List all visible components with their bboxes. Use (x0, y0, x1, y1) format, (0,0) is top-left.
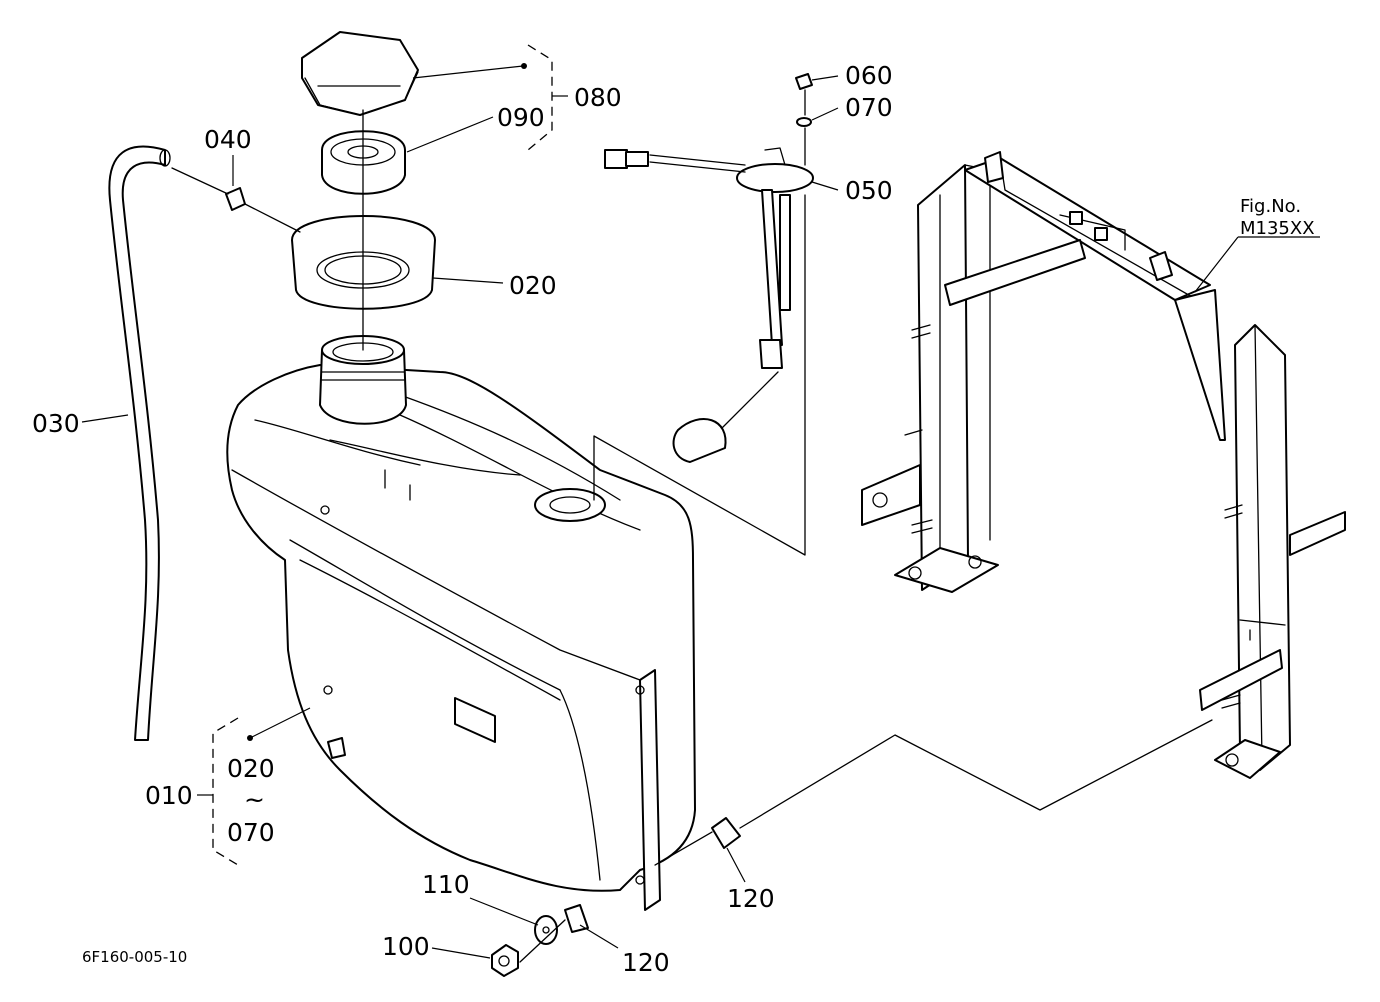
hose-route-line (171, 167, 301, 233)
callout-010-range-symbol: ~ (244, 785, 265, 814)
callout-010-range-end: 070 (227, 818, 275, 847)
callout-050: 050 (845, 176, 893, 205)
callout-010-range-start: 020 (227, 754, 275, 783)
fuel-cap (301, 31, 419, 116)
callout-040: 040 (204, 125, 252, 154)
drawing-code: 6F160-005-10 (82, 948, 187, 966)
callout-110: 110 (422, 870, 470, 899)
fuel-level-sender (604, 147, 814, 463)
sender-mount-line (593, 89, 806, 556)
callout-010: 010 (145, 781, 193, 810)
figure-reference-line2: M135XX (1240, 218, 1315, 239)
hose-clamp (225, 187, 246, 211)
figure-reference-leader (1194, 236, 1320, 293)
callout-120-lower: 120 (622, 948, 670, 977)
figure-reference-line1: Fig.No. (1240, 196, 1301, 217)
mount-connection-line (739, 719, 1213, 829)
rubber-pad-upper (711, 817, 741, 849)
bolt-line (519, 919, 566, 963)
callout-120-upper: 120 (727, 884, 775, 913)
vent-hose (108, 145, 171, 741)
callout-070: 070 (845, 93, 893, 122)
callout-100: 100 (382, 932, 430, 961)
frame-bracket (861, 151, 1346, 779)
nut-small (795, 73, 813, 90)
callout-020: 020 (509, 271, 557, 300)
rubber-pad-lower (564, 904, 589, 933)
nut-large (491, 944, 519, 977)
callout-090: 090 (497, 103, 545, 132)
callout-030: 030 (32, 409, 80, 438)
callout-080: 080 (574, 83, 622, 112)
washer-large (534, 915, 558, 945)
callout-060: 060 (845, 61, 893, 90)
pad-line-upper (654, 831, 713, 866)
fuel-tank (226, 335, 696, 911)
washer-small (796, 117, 812, 127)
